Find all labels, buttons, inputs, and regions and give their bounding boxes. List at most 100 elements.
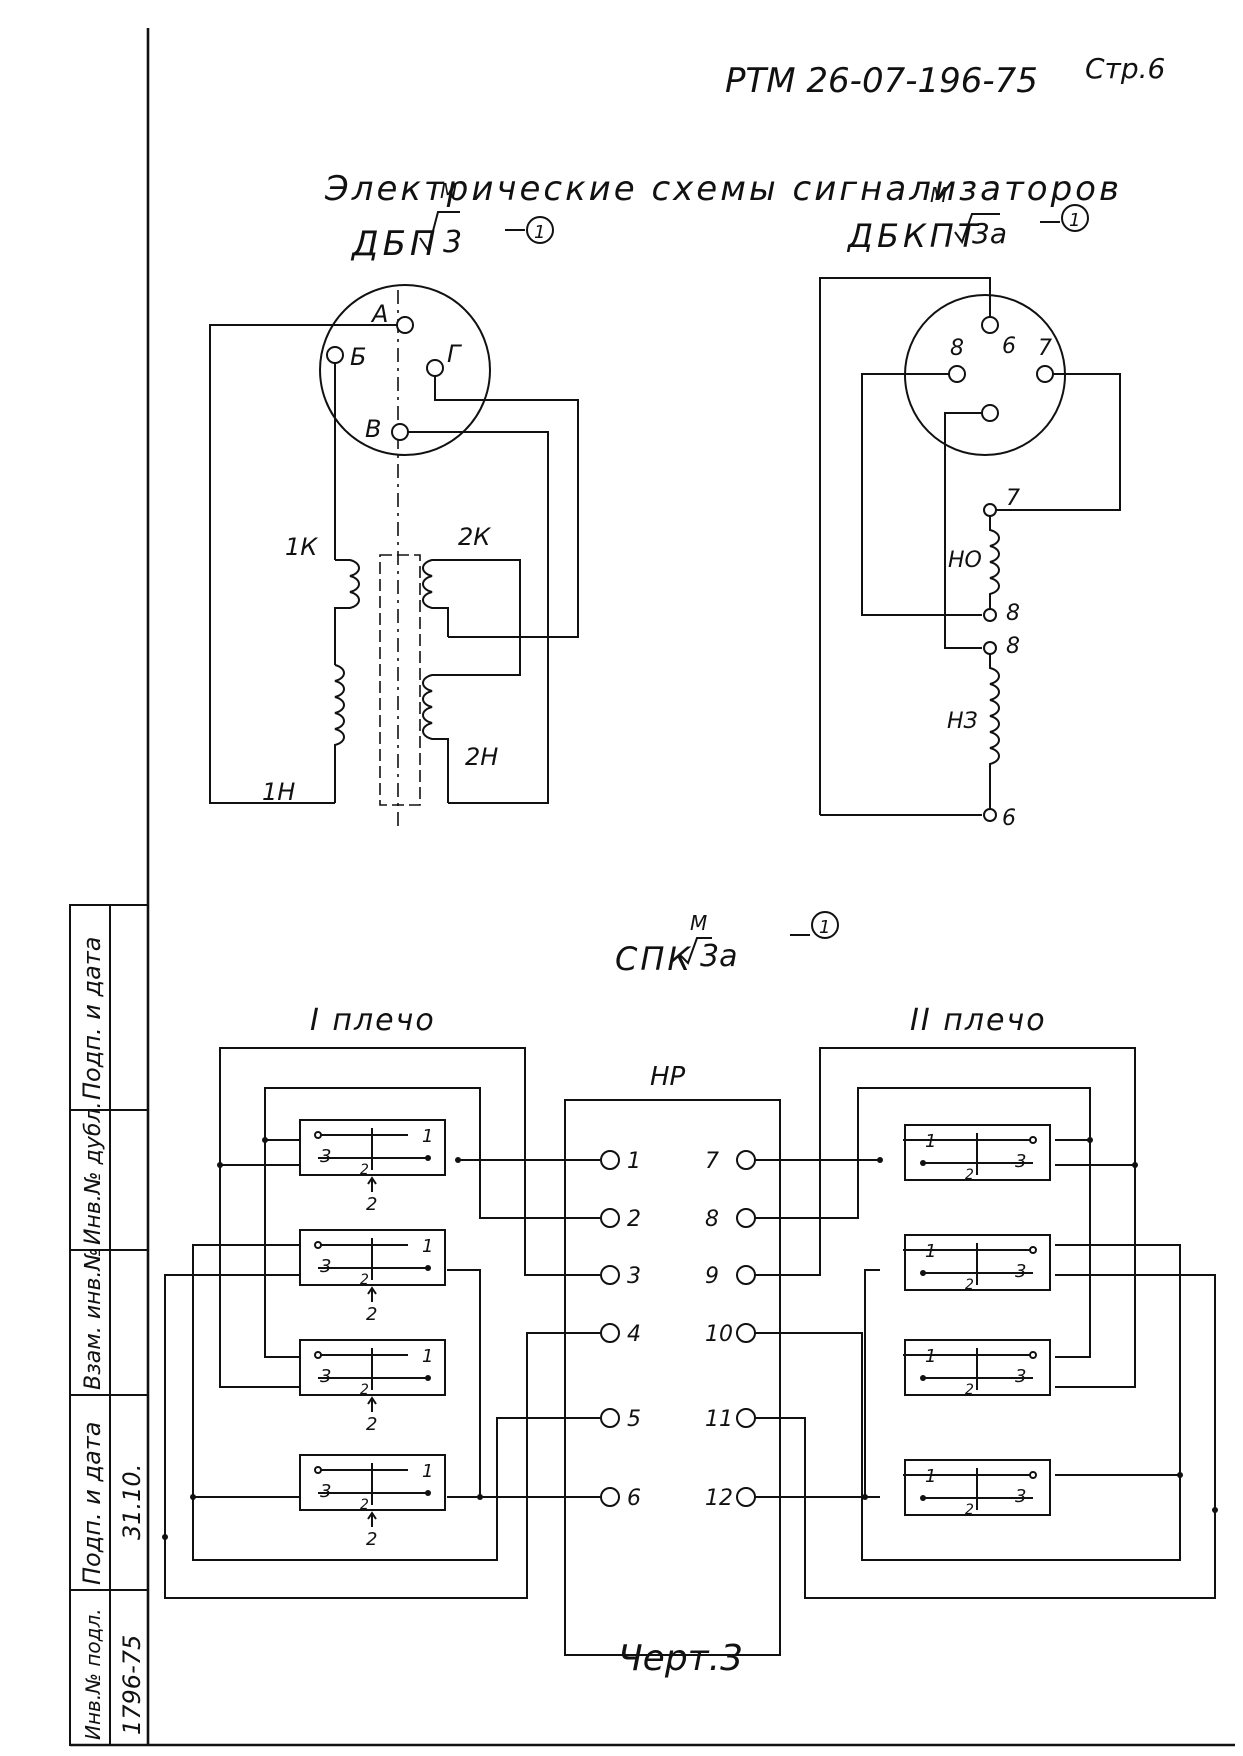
relay-contact-label: 3 bbox=[320, 1481, 331, 1502]
relay-contact-label: 2 bbox=[965, 1382, 974, 1398]
relay-box bbox=[299, 1454, 446, 1511]
page-number: Стр.6 bbox=[1085, 52, 1165, 85]
dbkpt-term-8a bbox=[983, 608, 997, 622]
relay-contact-label: 1 bbox=[422, 1236, 433, 1257]
dbkpt-term-8b bbox=[983, 641, 997, 655]
dbp-coil-1n bbox=[334, 664, 345, 803]
dbkpt-coil-no bbox=[989, 516, 1000, 609]
relay-contact-label: 2 bbox=[965, 1502, 974, 1518]
relay-contact-label: 1 bbox=[422, 1461, 433, 1482]
dbp-pin-a-label: А bbox=[370, 300, 388, 328]
stamp-cell-3: Взам. инв.№ bbox=[81, 1248, 106, 1390]
np-terminal-label: 5 bbox=[627, 1407, 641, 1432]
dbp-rev-circle bbox=[526, 216, 554, 244]
dbkpt-root-sign bbox=[954, 213, 1000, 245]
spk-name: СПК bbox=[615, 940, 693, 978]
dbp-name: ДБП bbox=[350, 224, 439, 264]
relay-contact-label: 1 bbox=[422, 1346, 433, 1367]
relay: 312 bbox=[903, 1124, 1051, 1183]
scheme-dbp: ДБП М 3 1 А Б Г В 1К 1Н 2 bbox=[209, 179, 579, 830]
dbkpt-rev-circle bbox=[1061, 204, 1089, 232]
relay-contact-label: 1 bbox=[422, 1126, 433, 1147]
relay-contact-label: 3 bbox=[320, 1256, 331, 1277]
np-terminal-label: 8 bbox=[705, 1207, 719, 1232]
dbkpt-pin-8-label: 8 bbox=[950, 336, 964, 361]
dbkpt-term-6-label: 6 bbox=[1002, 806, 1016, 831]
relay-contact-label: 3 bbox=[1015, 1366, 1026, 1387]
relay-box bbox=[299, 1229, 446, 1286]
dbkpt-sub: 3а bbox=[972, 217, 1007, 250]
dbkpt-rev: 1 bbox=[1069, 210, 1080, 231]
relay-contact-label: 2 bbox=[360, 1382, 369, 1398]
doc-code: РТМ 26-07-196-75 bbox=[725, 61, 1038, 101]
dbkpt-term-8b-label: 8 bbox=[1006, 634, 1020, 659]
np-terminal-label: 7 bbox=[705, 1149, 719, 1174]
spk-sup: М bbox=[690, 911, 707, 935]
relay-arrow-label: 2 bbox=[366, 1194, 377, 1215]
relay-box bbox=[904, 1459, 1051, 1516]
dbkpt-pin-6-label: 6 bbox=[1002, 334, 1016, 359]
dbp-pin-g bbox=[426, 359, 444, 377]
spk-block-label: НР bbox=[650, 1062, 686, 1092]
stamp-cell-5: Инв.№ подл. bbox=[81, 1608, 105, 1740]
dbkpt-term-7 bbox=[983, 503, 997, 517]
dbkpt-pin-6 bbox=[981, 316, 999, 334]
np-terminal-label: 10 bbox=[705, 1322, 733, 1347]
np-terminal-3 bbox=[600, 1265, 620, 1285]
relay-box bbox=[299, 1119, 446, 1176]
relay: 312 bbox=[903, 1339, 1051, 1398]
dbp-pin-b bbox=[326, 346, 344, 364]
relay-contact-label: 1 bbox=[925, 1241, 936, 1262]
dbp-rev: 1 bbox=[534, 222, 545, 243]
dbp-sup: М bbox=[440, 179, 457, 203]
stamp-inv-value: 1796-75 bbox=[118, 1635, 146, 1735]
dbkpt-term-7-label: 7 bbox=[1006, 486, 1020, 511]
relay: 3 1 2 2 bbox=[299, 1119, 446, 1215]
relay-box bbox=[904, 1339, 1051, 1396]
dbkpt-coil-nz-label: НЗ bbox=[947, 709, 978, 734]
relay-contact-label: 2 bbox=[965, 1167, 974, 1183]
np-terminal-7 bbox=[736, 1150, 756, 1170]
relay-box bbox=[299, 1339, 446, 1396]
dbkpt-pin-7 bbox=[1036, 365, 1054, 383]
np-terminal-label: 1 bbox=[627, 1149, 641, 1174]
np-terminal-label: 12 bbox=[705, 1486, 733, 1511]
stamp-cell-2: Инв.№ дубл. bbox=[81, 1101, 106, 1245]
dbp-pin-v bbox=[391, 423, 409, 441]
dbkpt-coil-nz bbox=[989, 654, 1000, 809]
scheme-dbkpt: ДБКПТ М 3а 1 6 8 7 7 8 8 6 НО НЗ bbox=[819, 183, 1121, 831]
relay-arrow-label: 2 bbox=[366, 1304, 377, 1325]
relay-contact-label: 3 bbox=[320, 1146, 331, 1167]
spk-rev: 1 bbox=[819, 917, 830, 938]
spk-rev-circle bbox=[811, 911, 839, 939]
diagram-title: Электрические схемы сигнализаторов bbox=[324, 169, 1122, 209]
relay-contact-label: 2 bbox=[965, 1277, 974, 1293]
relay-arrow-label: 2 bbox=[366, 1529, 377, 1550]
relay-contact-label: 2 bbox=[360, 1497, 369, 1513]
relay: 3 1 2 2 bbox=[299, 1454, 446, 1550]
np-terminal-label: 3 bbox=[627, 1264, 641, 1289]
relay-contact-label: 3 bbox=[320, 1366, 331, 1387]
np-terminal-5 bbox=[600, 1408, 620, 1428]
dbkpt-pin-8 bbox=[948, 365, 966, 383]
dbkpt-term-8a-label: 8 bbox=[1006, 601, 1020, 626]
relay-contact-label: 2 bbox=[360, 1162, 369, 1178]
np-terminal-2 bbox=[600, 1208, 620, 1228]
spk-block-np bbox=[564, 1099, 781, 1656]
relay: 312 bbox=[903, 1234, 1051, 1293]
stamp-column: Подп. и дата Инв.№ дубл. Взам. инв.№ Под… bbox=[69, 904, 149, 1746]
relay: 3 1 2 2 bbox=[299, 1229, 446, 1325]
np-terminal-label: 11 bbox=[705, 1407, 733, 1432]
stamp-cell-1: Подп. и дата bbox=[78, 937, 106, 1101]
np-terminal-label: 4 bbox=[627, 1322, 641, 1347]
relay-contact-label: 2 bbox=[360, 1272, 369, 1288]
dbp-pin-g-label: Г bbox=[447, 340, 462, 368]
np-terminal-label: 9 bbox=[705, 1264, 719, 1289]
dbp-pin-b-label: Б bbox=[350, 343, 366, 371]
dbkpt-coil-no-label: НО bbox=[948, 548, 982, 573]
dbp-coil-2n-label: 2Н bbox=[465, 743, 498, 771]
